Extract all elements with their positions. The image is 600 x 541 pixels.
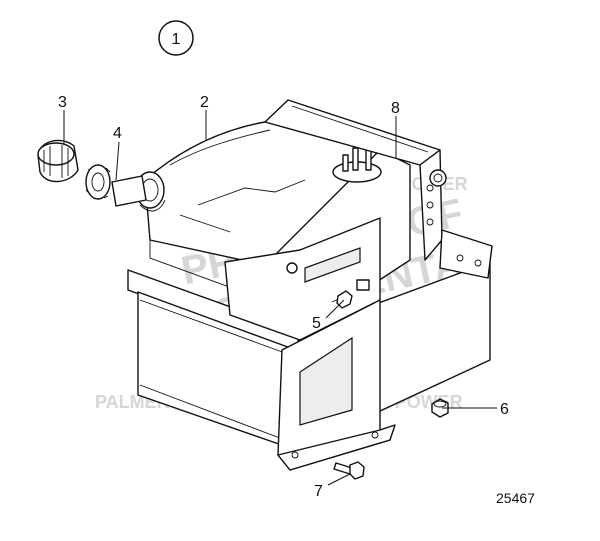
callout-labels: 2 3 4 8 5 6 7 — [58, 94, 509, 500]
callout-6: 6 — [500, 401, 509, 418]
filler-pipe — [85, 164, 147, 207]
filler-cap — [37, 139, 79, 183]
callout-3: 3 — [58, 94, 67, 111]
group-number-badge: 1 — [158, 20, 194, 56]
fuel-sender-unit — [332, 136, 382, 183]
callout-2: 2 — [200, 94, 209, 111]
nut-6 — [431, 398, 449, 418]
callout-7: 7 — [314, 483, 323, 500]
callout-5: 5 — [312, 315, 321, 332]
bolt-7 — [333, 461, 365, 480]
leader-lines — [63, 110, 497, 486]
callout-8: 8 — [391, 100, 400, 117]
callout-4: 4 — [113, 125, 122, 142]
mounting-bracket-foot — [277, 229, 493, 471]
group-number: 1 — [172, 31, 181, 48]
drawing-number: 25467 — [496, 490, 535, 506]
